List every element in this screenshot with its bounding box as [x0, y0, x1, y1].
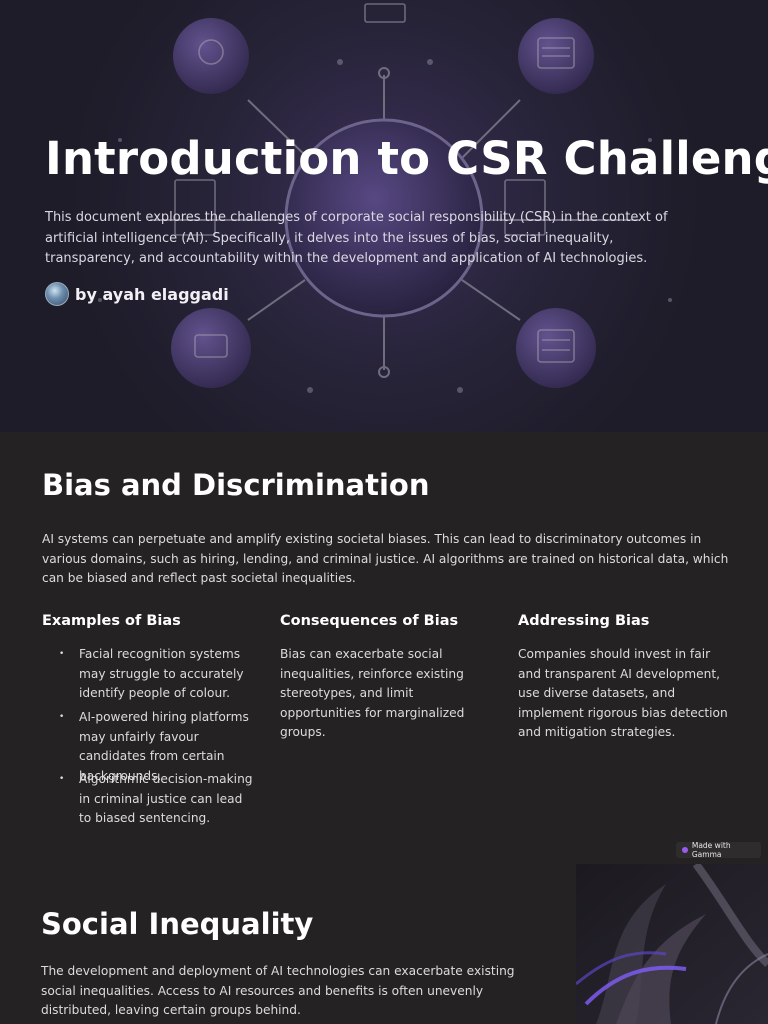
- section-heading-inequality: Social Inequality: [41, 907, 314, 941]
- gamma-logo-icon: [682, 847, 688, 853]
- column-title-addressing: Addressing Bias: [518, 613, 650, 629]
- page-title: Introduction to CSR Challenges: [45, 132, 768, 185]
- list-item: AI-powered hiring platforms may unfairly…: [42, 708, 257, 783]
- inequality-text: The development and deployment of AI tec…: [41, 964, 515, 1017]
- list-item: Facial recognition systems may struggle …: [42, 645, 257, 708]
- hero-illustration: [0, 0, 768, 432]
- bias-intro: AI systems can perpetuate and amplify ex…: [42, 532, 729, 585]
- author-byline: by ayah elaggadi: [45, 282, 229, 306]
- avatar: [45, 282, 69, 306]
- column-title-consequences: Consequences of Bias: [280, 613, 459, 629]
- author-name: by ayah elaggadi: [75, 284, 229, 304]
- hero-section: Introduction to CSR Challenges This docu…: [0, 0, 768, 432]
- intro-description: This document explores the challenges of…: [45, 210, 668, 266]
- consequences-text: Bias can exacerbate social inequalities,…: [280, 647, 465, 739]
- decorative-swirl-image: [576, 864, 768, 1024]
- column-title-examples: Examples of Bias: [42, 613, 181, 629]
- list-item: Algorithmic decision-making in criminal …: [42, 770, 257, 829]
- made-with-gamma-badge[interactable]: Made with Gamma: [676, 841, 761, 859]
- badge-label: Made with Gamma: [691, 841, 731, 859]
- section-heading-bias: Bias and Discrimination: [42, 468, 430, 502]
- examples-list: Facial recognition systems may struggle …: [42, 645, 257, 829]
- addressing-text: Companies should invest in fair and tran…: [518, 647, 728, 739]
